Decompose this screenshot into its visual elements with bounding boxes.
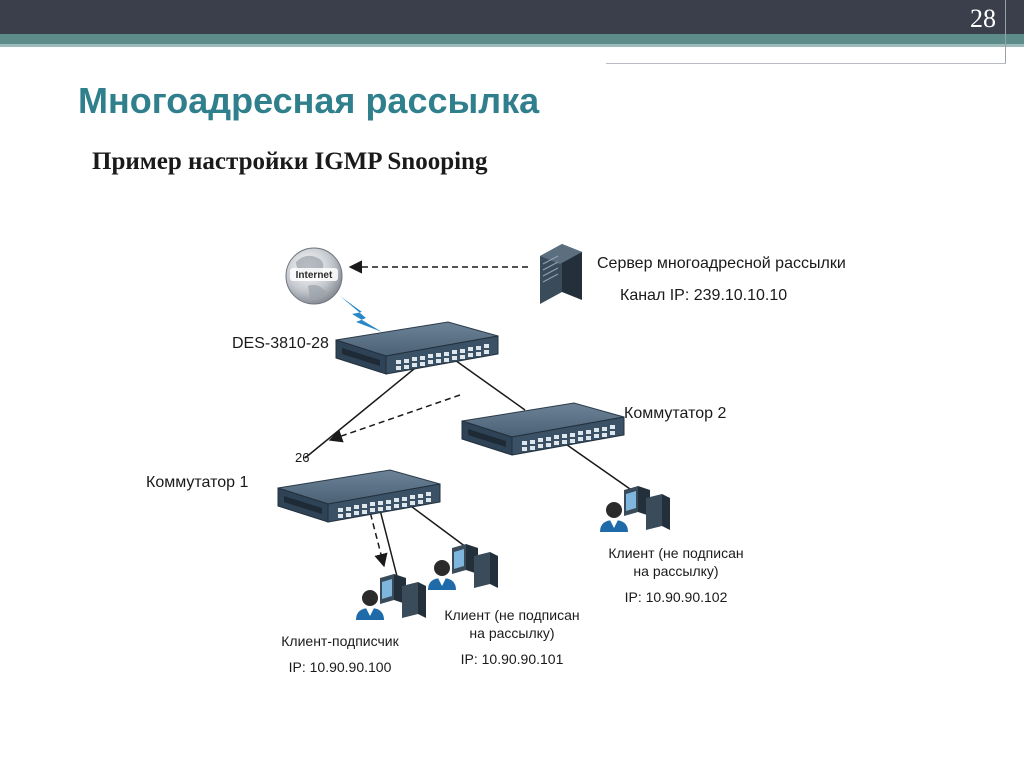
switch2-icon (461, 402, 625, 456)
header-bar (0, 0, 1024, 47)
header-teal-stripe (0, 34, 1024, 44)
switch1-port-label: 26 (295, 450, 309, 465)
client-102-name-line2: на рассылку) (633, 563, 718, 579)
header-light-stripe (0, 44, 1024, 47)
client-102-name-line1: Клиент (не подписан (608, 545, 743, 561)
link-switch1-subscriber (377, 501, 401, 589)
link-core-switch1 (304, 359, 426, 459)
client-101-icon (428, 544, 498, 590)
core-switch-icon (335, 321, 499, 375)
server-name: Сервер многоадресной рассылки (597, 255, 846, 272)
page-title: Многоадресная рассылка (78, 80, 540, 121)
internet-globe-icon: Internet (285, 247, 343, 305)
core-switch-label: DES-3810-28 (232, 335, 329, 352)
client-102-icon (600, 486, 670, 532)
wireless-link-icon (340, 296, 382, 332)
multicast-server-icon (540, 244, 582, 304)
header-dark-stripe (0, 0, 1024, 34)
switch2-label: Коммутатор 2 (624, 405, 726, 422)
internet-label: Internet (296, 270, 333, 281)
frame-horizontal-line (606, 63, 1006, 64)
client-102-ip: IP: 10.90.90.102 (625, 589, 728, 605)
switch1-label: Коммутатор 1 (146, 474, 248, 491)
frame-vertical-line (1005, 0, 1006, 64)
page-subtitle: Пример настройки IGMP Snooping (92, 148, 488, 175)
client-subscriber-name: Клиент-подписчик (281, 633, 399, 649)
client-101-name-line2: на рассылку) (469, 625, 554, 641)
link-switch2-client102 (559, 439, 641, 497)
client-subscriber-icon (356, 574, 426, 620)
multicast-arrow-core-switch1 (328, 394, 461, 443)
slide-number: 28 (970, 4, 996, 33)
client-subscriber-ip: IP: 10.90.90.100 (289, 659, 392, 675)
server-channel: Канал IP: 239.10.10.10 (620, 287, 787, 304)
client-101-name-line1: Клиент (не подписан (444, 607, 579, 623)
switch1-icon (277, 469, 441, 523)
client-101-ip: IP: 10.90.90.101 (461, 651, 564, 667)
